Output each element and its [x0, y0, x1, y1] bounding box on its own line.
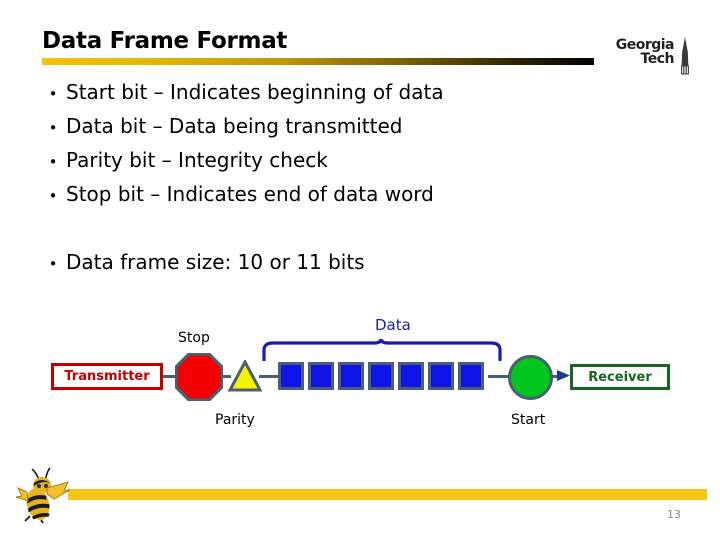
data-bit-series [278, 362, 484, 390]
bullet-marker: • [48, 153, 58, 171]
list-item: • Start bit – Indicates beginning of dat… [40, 80, 640, 114]
transmitter-label: Transmitter [64, 369, 150, 384]
gt-flame-icon [678, 36, 692, 80]
buzz-bee-mascot-icon [14, 466, 72, 524]
arrowhead-icon [557, 370, 570, 381]
parity-caption: Parity [215, 412, 255, 428]
wire-transmitter-to-stop [163, 375, 177, 378]
data-caption: Data [375, 316, 411, 334]
bullet-marker: • [48, 85, 58, 103]
list-item-label: Parity bit – Integrity check [66, 148, 328, 172]
data-bit-square[interactable] [278, 362, 304, 390]
list-item: • Data bit – Data being transmitted [40, 114, 640, 148]
list-item-label: Stop bit – Indicates end of data word [66, 182, 434, 206]
list-item: • Parity bit – Integrity check [40, 148, 640, 182]
data-bit-square[interactable] [398, 362, 424, 390]
data-group-brace-icon [262, 339, 502, 361]
wire-stop-to-parity [221, 375, 231, 378]
wire-parity-to-data [259, 375, 280, 378]
transmitter-node[interactable]: Transmitter [51, 363, 163, 390]
data-bit-square[interactable] [428, 362, 454, 390]
gt-logo-line-tech: Tech [640, 51, 675, 68]
receiver-label: Receiver [588, 369, 652, 385]
stop-caption: Stop [178, 330, 210, 346]
stop-bit-node[interactable] [174, 352, 224, 402]
gt-logo-line-georgia: Georgia [615, 37, 675, 53]
georgia-tech-logo: Georgia Tech [608, 36, 694, 80]
page-number: 13 [667, 508, 681, 521]
bullet-list: • Start bit – Indicates beginning of dat… [40, 80, 640, 284]
list-item: • Stop bit – Indicates end of data word [40, 182, 640, 216]
list-item-label: Start bit – Indicates beginning of data [66, 80, 444, 104]
data-bit-square[interactable] [308, 362, 334, 390]
title-divider [42, 58, 594, 65]
parity-bit-node[interactable] [227, 358, 263, 392]
list-item-label: Data frame size: 10 or 11 bits [66, 250, 365, 274]
bullet-marker: • [48, 187, 58, 205]
data-bit-square[interactable] [338, 362, 364, 390]
data-bit-square[interactable] [458, 362, 484, 390]
bullet-marker: • [48, 119, 58, 137]
start-bit-node[interactable] [508, 355, 553, 400]
data-bit-square[interactable] [368, 362, 394, 390]
receiver-node[interactable]: Receiver [570, 364, 670, 390]
footer-accent-bar [68, 489, 707, 500]
gt-logo-wordmark: Georgia Tech [608, 37, 675, 68]
page-title: Data Frame Format [42, 28, 288, 54]
start-caption: Start [511, 412, 546, 428]
bullet-marker: • [48, 255, 58, 273]
list-item-label: Data bit – Data being transmitted [66, 114, 403, 138]
wire-data-to-start [488, 375, 512, 378]
list-item: • Data frame size: 10 or 11 bits [40, 250, 640, 284]
